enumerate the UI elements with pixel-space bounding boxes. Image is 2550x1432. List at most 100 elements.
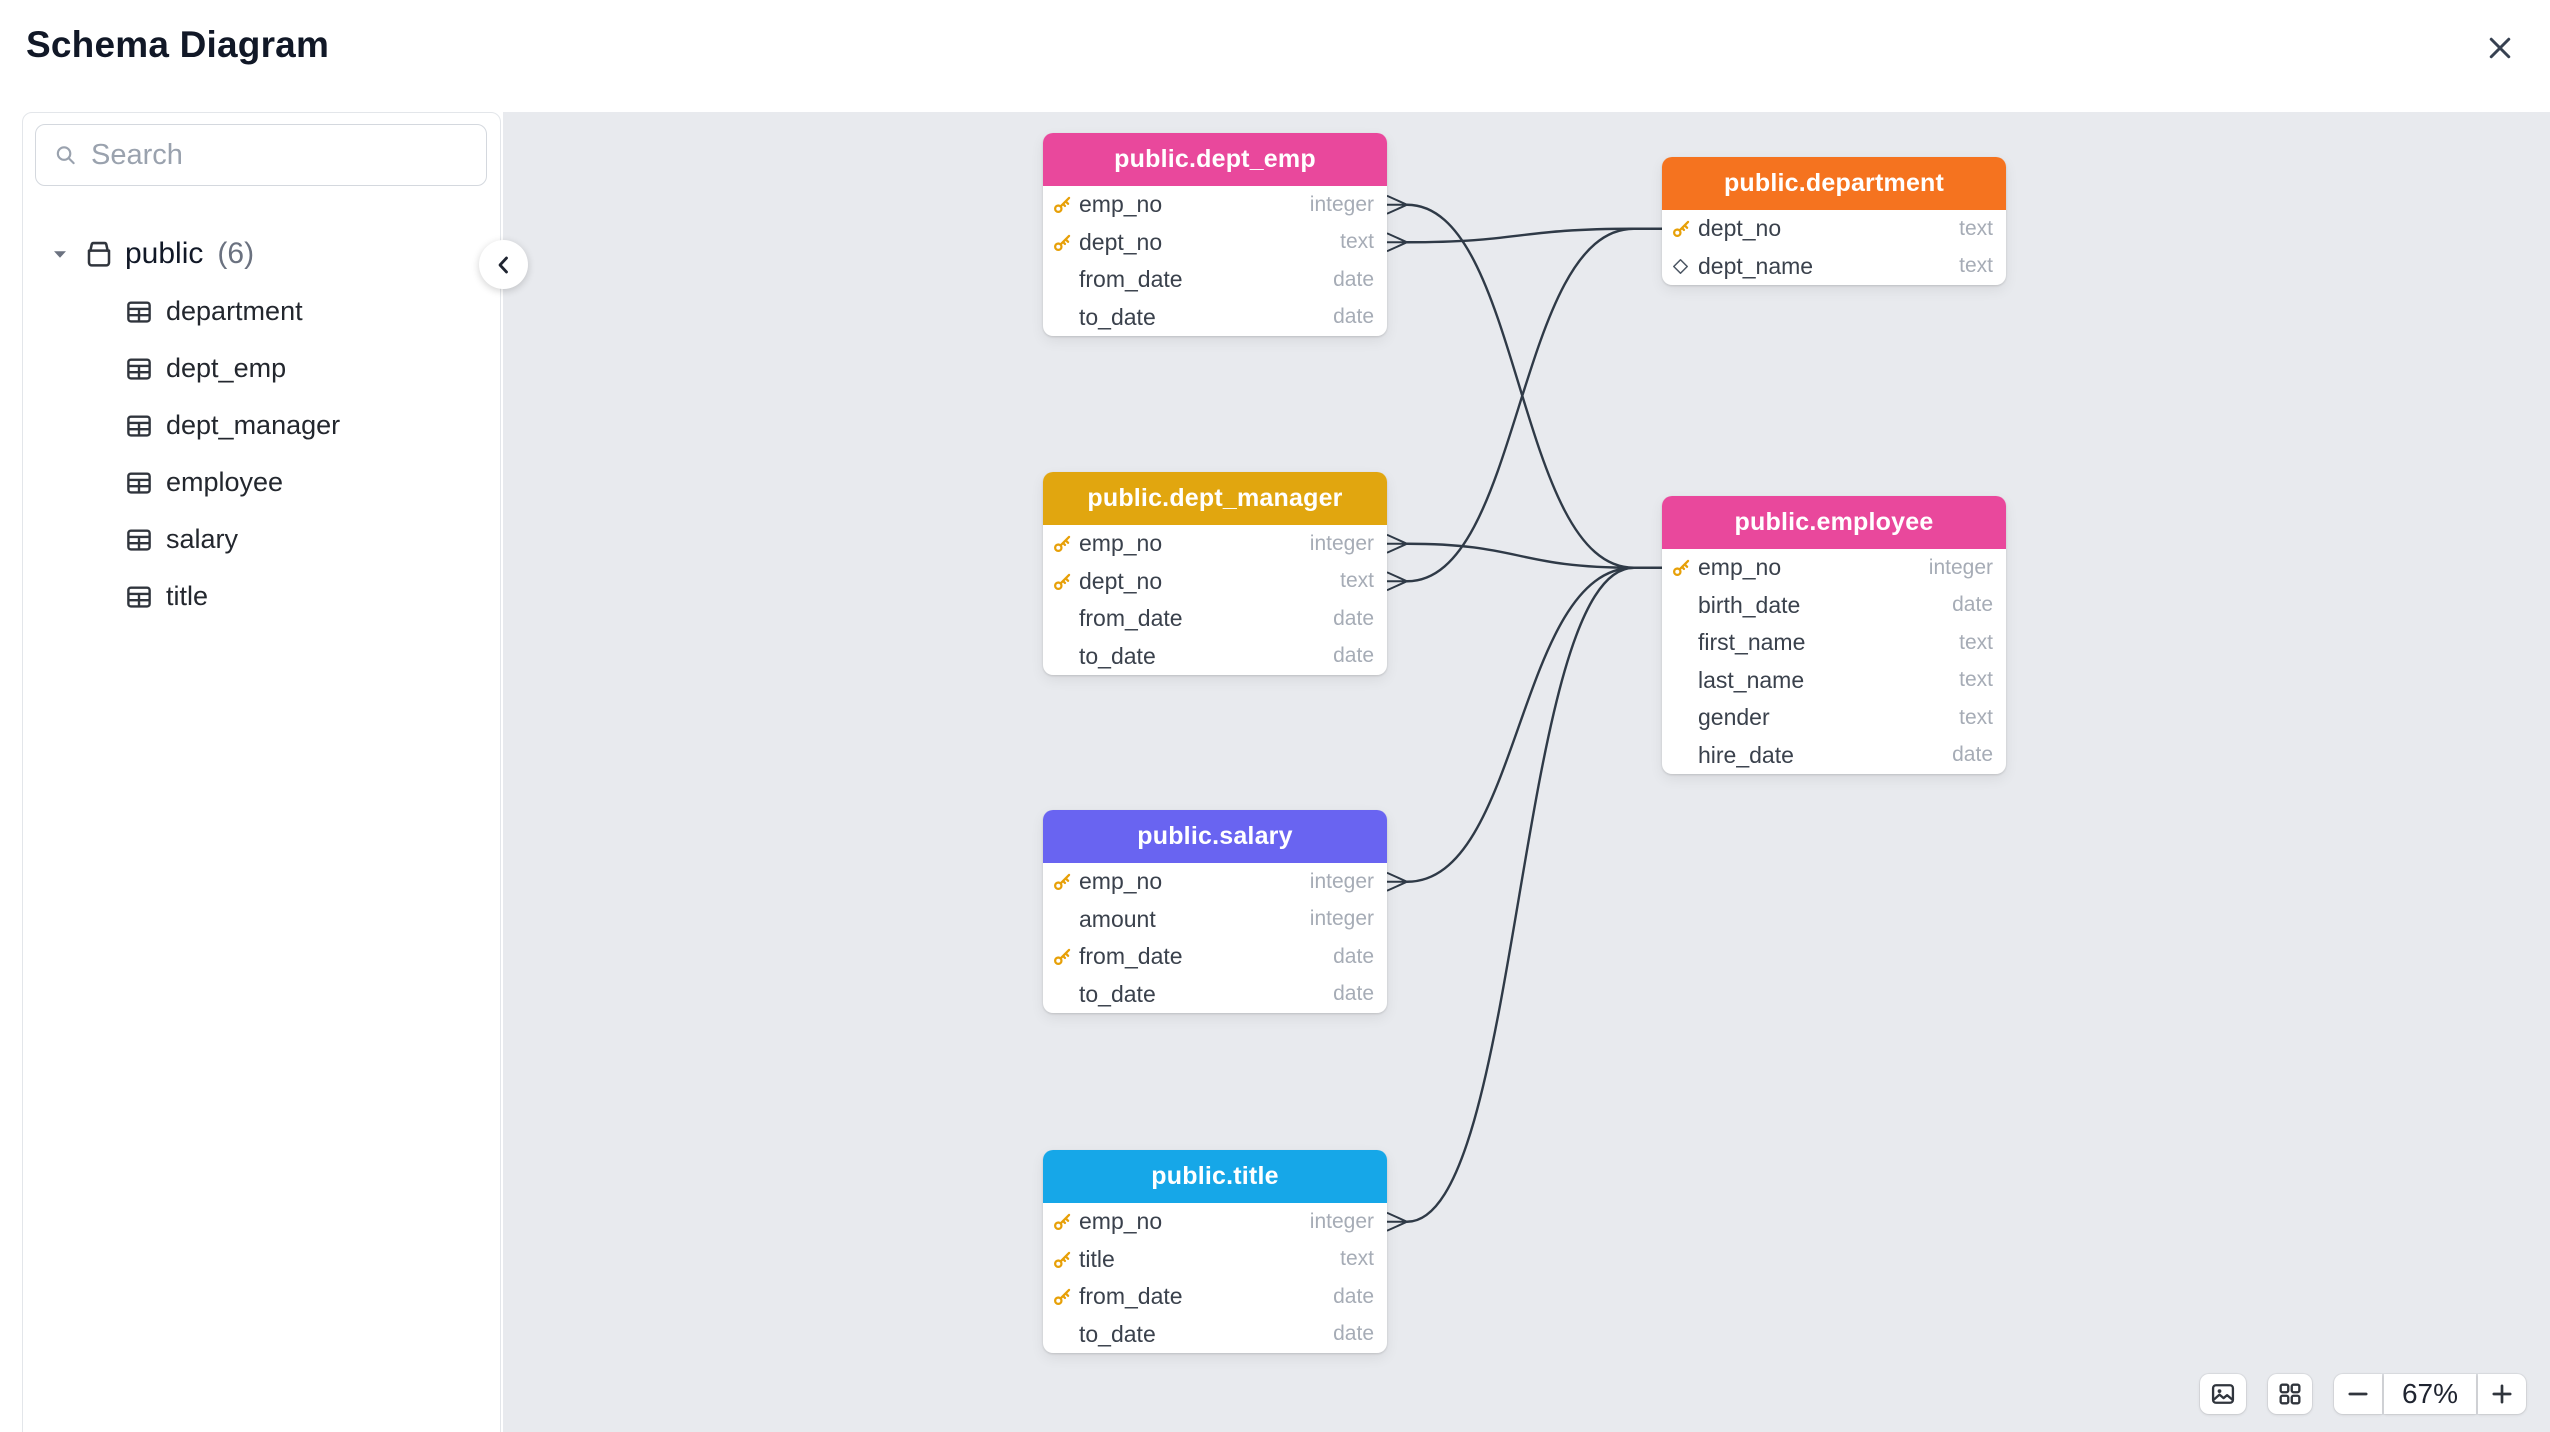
close-button[interactable] <box>2478 26 2522 70</box>
key-icon <box>1054 573 1071 590</box>
schema-name: public <box>125 237 204 270</box>
schema-row-public[interactable]: public (6) <box>23 225 500 283</box>
entity-header[interactable]: public.department <box>1662 157 2006 210</box>
column-name: to_date <box>1079 980 1156 1007</box>
column-name: gender <box>1698 704 1770 731</box>
zoom-out-button[interactable] <box>2334 1374 2382 1414</box>
entity-header[interactable]: public.title <box>1043 1150 1387 1203</box>
sidebar-item-salary[interactable]: salary <box>23 511 500 568</box>
table-icon <box>127 585 151 608</box>
column-type: text <box>1959 630 1993 654</box>
diagram-canvas[interactable] <box>503 112 2550 1432</box>
sidebar-collapse-button[interactable] <box>479 240 528 289</box>
entity-title: public.dept_manager <box>1087 484 1343 512</box>
column-type: date <box>1333 267 1374 291</box>
sidebar-item-dept_manager[interactable]: dept_manager <box>23 397 500 454</box>
table-icon <box>127 528 151 551</box>
sidebar-item-dept_emp[interactable]: dept_emp <box>23 340 500 397</box>
column-type: integer <box>1309 1209 1374 1233</box>
image-icon <box>2211 1384 2235 1404</box>
entity-title: public.department <box>1723 169 1945 197</box>
column-type: date <box>1333 305 1374 329</box>
caret-down-icon <box>54 251 66 258</box>
column-name: from_date <box>1079 943 1183 970</box>
sidebar-item-label: title <box>166 581 209 611</box>
key-icon <box>1054 949 1071 966</box>
x-icon <box>2489 37 2511 59</box>
column-name: dept_no <box>1698 215 1782 242</box>
sidebar-item-employee[interactable]: employee <box>23 454 500 511</box>
table-icon <box>127 357 151 380</box>
key-icon <box>1054 536 1071 553</box>
layout-grid-button[interactable] <box>2268 1374 2312 1414</box>
sidebar-item-label: dept_emp <box>166 353 287 383</box>
column-type: text <box>1959 668 1993 692</box>
schema-box-icon <box>87 241 111 267</box>
column-name: emp_no <box>1079 530 1163 557</box>
zoom-in-button[interactable] <box>2478 1374 2526 1414</box>
entity-header[interactable]: public.employee <box>1662 496 2006 549</box>
table-icon <box>127 471 151 494</box>
key-icon <box>1054 874 1071 891</box>
sidebar-item-label: employee <box>166 467 284 497</box>
key-icon <box>1054 1251 1071 1268</box>
column-name: to_date <box>1079 1320 1156 1347</box>
entity-title: public.dept_emp <box>1114 145 1316 173</box>
column-type: text <box>1340 1247 1374 1271</box>
column-type: integer <box>1309 531 1374 555</box>
column-name: emp_no <box>1079 1208 1163 1235</box>
sidebar-item-department[interactable]: department <box>23 283 500 340</box>
column-type: date <box>1333 1284 1374 1308</box>
minus-icon <box>2348 1392 2368 1396</box>
column-type: text <box>1340 230 1374 254</box>
entity-title: public.salary <box>1137 822 1293 850</box>
column-name: to_date <box>1079 303 1156 330</box>
column-row-emp_no: emp_no integer <box>1043 1203 1387 1241</box>
zoom-level[interactable]: 67% <box>2384 1374 2476 1414</box>
column-row-to_date: to_date date <box>1043 299 1387 337</box>
entity-header[interactable]: public.dept_manager <box>1043 472 1387 525</box>
search-input[interactable] <box>91 138 468 172</box>
page-title: Schema Diagram <box>26 24 330 65</box>
entity-header[interactable]: public.salary <box>1043 810 1387 863</box>
column-name: emp_no <box>1079 868 1163 895</box>
sidebar-item-title[interactable]: title <box>23 568 500 625</box>
sidebar-item-label: department <box>166 296 303 326</box>
entity-header[interactable]: public.dept_emp <box>1043 133 1387 186</box>
entity-title: public.employee <box>1734 508 1934 536</box>
export-image-button[interactable] <box>2200 1374 2246 1414</box>
key-icon <box>1054 1214 1071 1231</box>
sidebar-item-label: salary <box>166 524 239 554</box>
sidebar-item-label: dept_manager <box>166 410 341 440</box>
zoom-controls: 67% <box>2334 1374 2526 1414</box>
chevron-left-icon <box>498 256 508 273</box>
column-name: hire_date <box>1698 741 1794 768</box>
grid-icon <box>2279 1383 2301 1405</box>
